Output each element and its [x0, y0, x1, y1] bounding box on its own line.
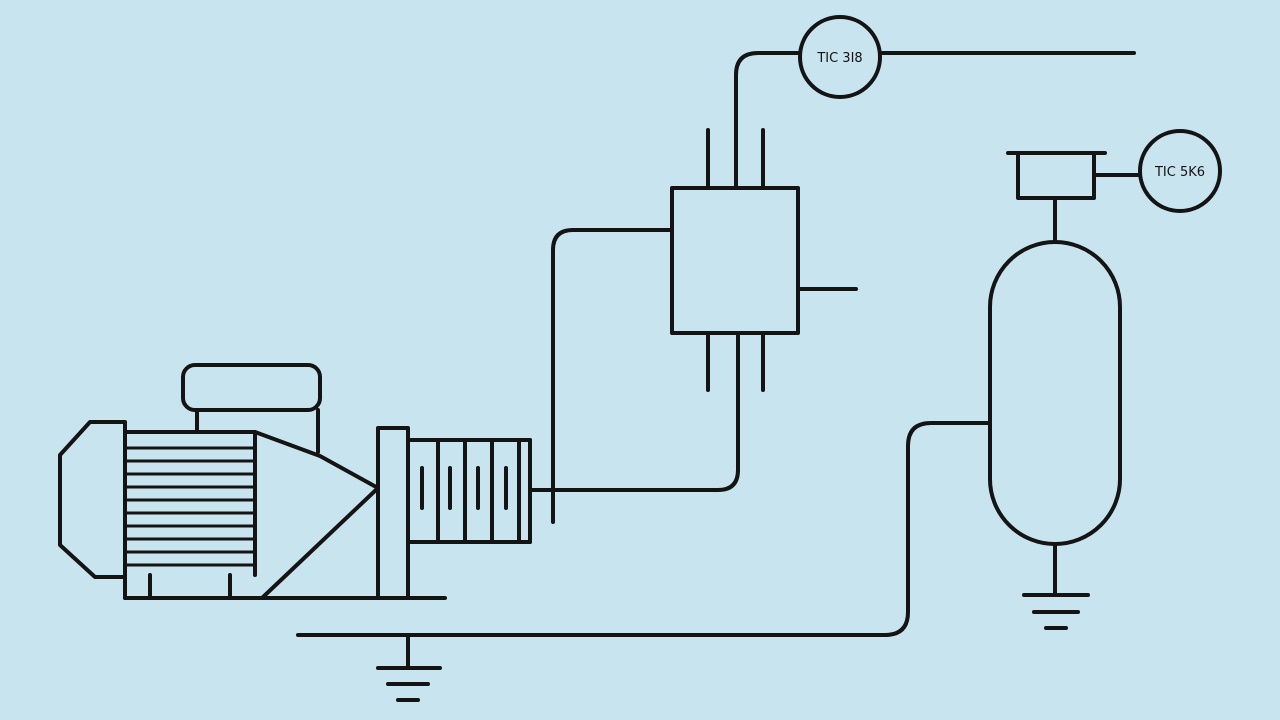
- instrument-tag-top: TIC 3I8: [816, 51, 862, 66]
- pump-housing: [406, 438, 532, 544]
- vessel-top-valve: [1016, 151, 1096, 200]
- instrument-bubble-top: TIC 3I8: [798, 15, 882, 99]
- heat-exchanger: [670, 128, 858, 392]
- ground-symbol-right: [1022, 593, 1090, 630]
- heat-exchanger-inlet-line: [551, 228, 674, 524]
- motor: [58, 363, 447, 600]
- motor-end-cap: [58, 420, 127, 579]
- pressure-vessel: [988, 151, 1142, 597]
- instrument-signal-line-top: [734, 51, 802, 190]
- pump-flange: [376, 426, 410, 600]
- motor-cooling-fins: [123, 430, 257, 577]
- pump: [376, 426, 532, 600]
- motor-terminal-box: [181, 363, 322, 412]
- pump-discharge-line: [528, 333, 740, 492]
- instrument-bubble-right: TIC 5K6: [1138, 129, 1222, 213]
- instrument-circle: [1138, 129, 1222, 213]
- motor-body: [123, 430, 380, 600]
- vessel-body: [988, 240, 1122, 546]
- instrument-tag-right: TIC 5K6: [1154, 165, 1205, 180]
- return-line: [296, 421, 992, 637]
- heat-exchanger-body: [670, 186, 800, 335]
- instrument-circle: [798, 15, 882, 99]
- ground-symbol-left: [376, 633, 442, 702]
